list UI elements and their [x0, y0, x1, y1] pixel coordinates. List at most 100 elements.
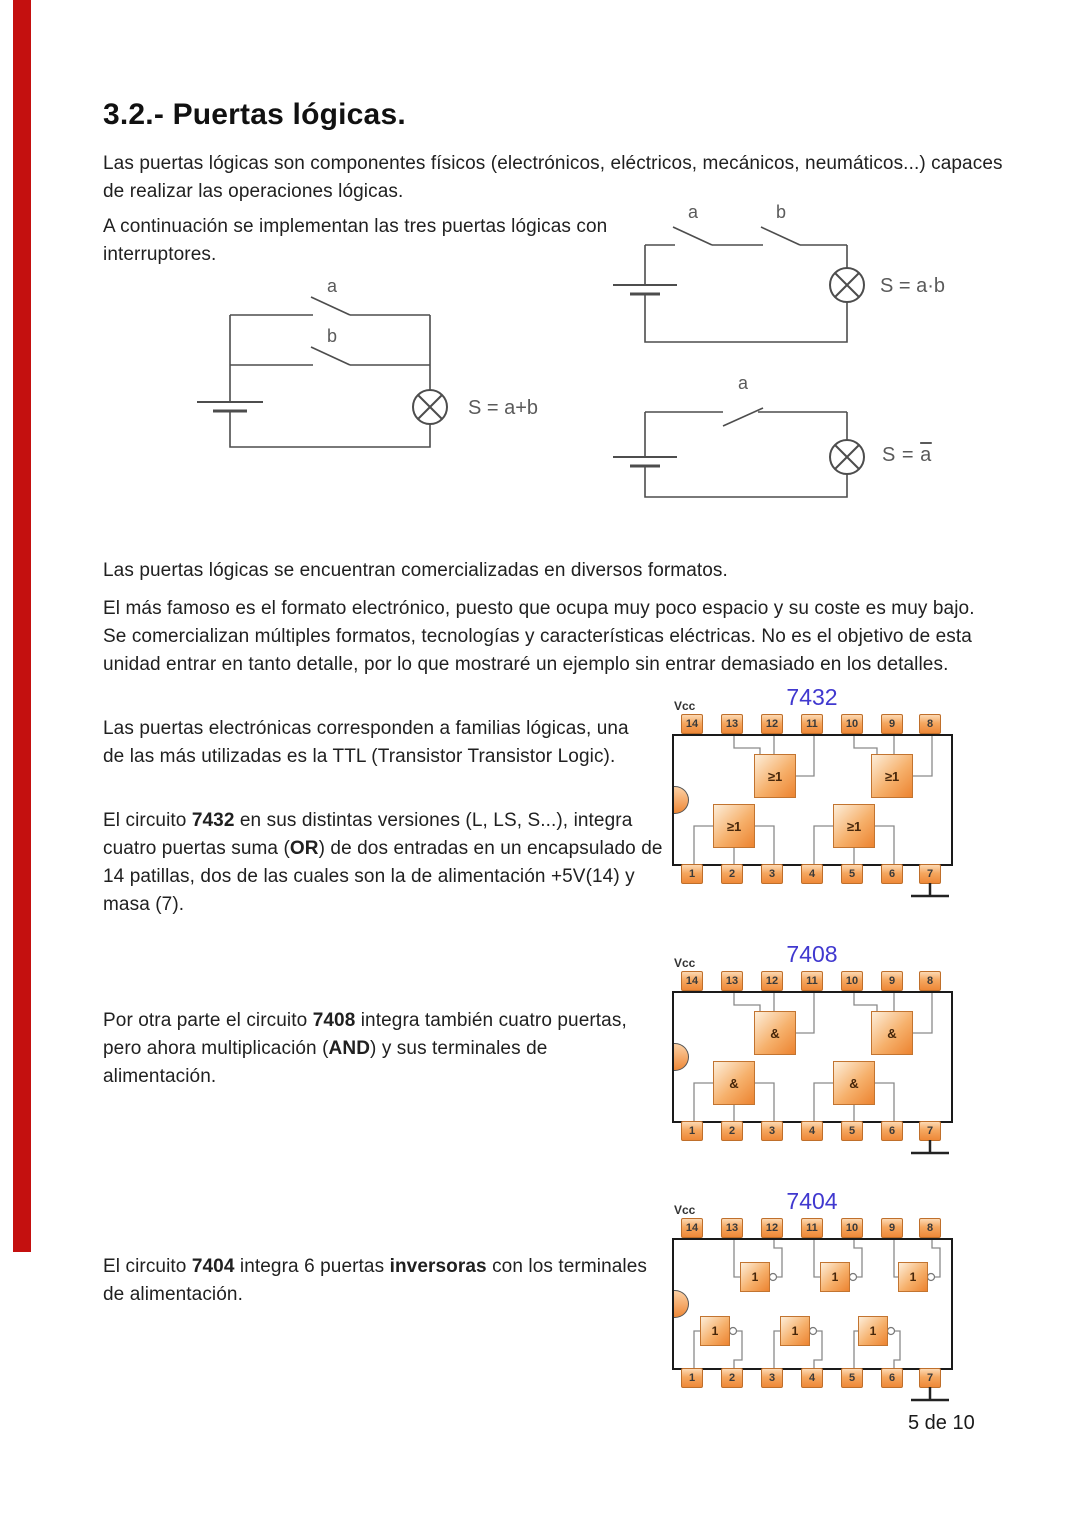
vcc-label: Vcc: [674, 1203, 696, 1217]
ground-icon: [911, 1387, 949, 1402]
lamp-icon: [834, 444, 860, 470]
inverter-gate: 1: [898, 1262, 928, 1292]
paragraph-ttl: Las puertas electrónicas corresponden a …: [103, 718, 629, 767]
ic-pin: 5: [841, 864, 863, 884]
lamp-icon: [829, 267, 865, 303]
and-output-label: S = a·b: [880, 275, 945, 297]
or-gate: ≥1: [754, 754, 796, 798]
and-gate: &: [713, 1061, 755, 1105]
wire: [229, 314, 431, 448]
wire: [644, 244, 848, 343]
inverter-gate: 1: [740, 1262, 770, 1292]
ic-pin: 7: [919, 864, 941, 884]
ic-title: 7432: [786, 684, 838, 710]
lamp-icon: [417, 394, 443, 420]
ic-7432-diagram: 7432 Vcc 14 13 12 11 10 9 8 ≥1 ≥1 ≥1 ≥1 …: [662, 684, 962, 908]
paragraph-7432: El circuito 7432 en sus distintas versio…: [103, 810, 663, 915]
ic-pin: 1: [681, 864, 703, 884]
wire: [644, 411, 848, 498]
ic-pin: 4: [801, 1121, 823, 1141]
ground-icon: [911, 883, 949, 898]
ic-pin: 3: [761, 864, 783, 884]
paragraph-switches: A continuación se implementan las tres p…: [103, 216, 608, 265]
not-switch-circuit-diagram: a: [613, 375, 865, 498]
inverter-gate: 1: [820, 1262, 850, 1292]
paragraph-7408: Por otra parte el circuito 7408 integra …: [103, 1010, 627, 1087]
ic-pin: 9: [881, 1218, 903, 1238]
switch-b-label: b: [776, 202, 786, 222]
ic-pin: 11: [801, 1218, 823, 1238]
ic-pin: 1: [681, 1121, 703, 1141]
ic-pin: 4: [801, 1368, 823, 1388]
ic-pin: 13: [721, 714, 743, 734]
vcc-label: Vcc: [674, 956, 696, 970]
ic-pin: 9: [881, 971, 903, 991]
ic-pin: 6: [881, 1368, 903, 1388]
inverter-gate: 1: [780, 1316, 810, 1346]
ic-pin: 5: [841, 1368, 863, 1388]
page-number: 5 de 10: [908, 1412, 975, 1434]
ic-pin: 3: [761, 1368, 783, 1388]
ic-pin: 12: [761, 714, 783, 734]
or-gate: ≥1: [871, 754, 913, 798]
lamp-icon: [412, 389, 448, 425]
red-margin-bar: [13, 0, 31, 1252]
and-gate: &: [871, 1011, 913, 1055]
ic-pin: 2: [721, 1121, 743, 1141]
switch-b: [760, 226, 801, 246]
and-gate: &: [833, 1061, 875, 1105]
ic-pin: 6: [881, 864, 903, 884]
ic-pin: 2: [721, 864, 743, 884]
and-switch-circuit-diagram: a b S = a·b: [613, 202, 945, 343]
switch-a-label: a: [327, 276, 338, 296]
switch-b-label: b: [327, 326, 337, 346]
ic-pin: 10: [841, 971, 863, 991]
paragraph-famous: El más famoso es el formato electrónico,…: [103, 598, 975, 675]
ic-package-body: ≥1 ≥1 ≥1 ≥1: [672, 734, 953, 866]
switch-a: [310, 296, 351, 316]
lamp-icon: [829, 439, 865, 475]
or-output-label: S = a+b: [468, 397, 538, 419]
ic-pin: 8: [919, 1218, 941, 1238]
ic-pin: 7: [919, 1121, 941, 1141]
ic-7404-diagram: 7404 Vcc 14 13 12 11 10 9 8 1 1 1 1 1: [662, 1188, 962, 1412]
ic-title: 7408: [786, 941, 838, 967]
ic-package-body: & & & &: [672, 991, 953, 1123]
ic-pin: 5: [841, 1121, 863, 1141]
inverter-gate: 1: [858, 1316, 888, 1346]
inverter-gate: 1: [700, 1316, 730, 1346]
ic-pin: 6: [881, 1121, 903, 1141]
switch-a: [722, 407, 764, 427]
switch-b: [310, 346, 351, 366]
paragraph-intro: Las puertas lógicas son componentes físi…: [103, 153, 1003, 202]
ic-pin: 14: [681, 714, 703, 734]
vcc-label: Vcc: [674, 699, 696, 713]
ic-pin: 12: [761, 971, 783, 991]
switch-a-label: a: [738, 375, 749, 393]
not-output-label: S = a: [882, 444, 932, 467]
switch-a: [672, 226, 713, 246]
or-switch-circuit-diagram: a b S = a+b: [197, 276, 538, 448]
lamp-icon: [834, 272, 860, 298]
ic-title: 7404: [786, 1188, 838, 1214]
page-title: 3.2.- Puertas lógicas.: [103, 98, 406, 131]
or-gate: ≥1: [833, 804, 875, 848]
ic-7408-diagram: 7408 Vcc 14 13 12 11 10 9 8 & & & & 1 2 …: [662, 941, 962, 1165]
or-gate: ≥1: [713, 804, 755, 848]
ic-pin: 7: [919, 1368, 941, 1388]
ic-pin: 13: [721, 971, 743, 991]
ic-pin: 3: [761, 1121, 783, 1141]
ic-pin: 12: [761, 1218, 783, 1238]
ic-pin: 11: [801, 971, 823, 991]
not-output-var: a: [920, 444, 932, 466]
ic-pin: 14: [681, 971, 703, 991]
paragraph-formats: Las puertas lógicas se encuentran comerc…: [103, 560, 728, 581]
ic-pin: 8: [919, 714, 941, 734]
ic-pin: 10: [841, 1218, 863, 1238]
ground-icon: [911, 1140, 949, 1155]
and-gate: &: [754, 1011, 796, 1055]
ic-pin: 2: [721, 1368, 743, 1388]
paragraph-7404: El circuito 7404 integra 6 puertas inver…: [103, 1256, 648, 1305]
ic-pin: 8: [919, 971, 941, 991]
